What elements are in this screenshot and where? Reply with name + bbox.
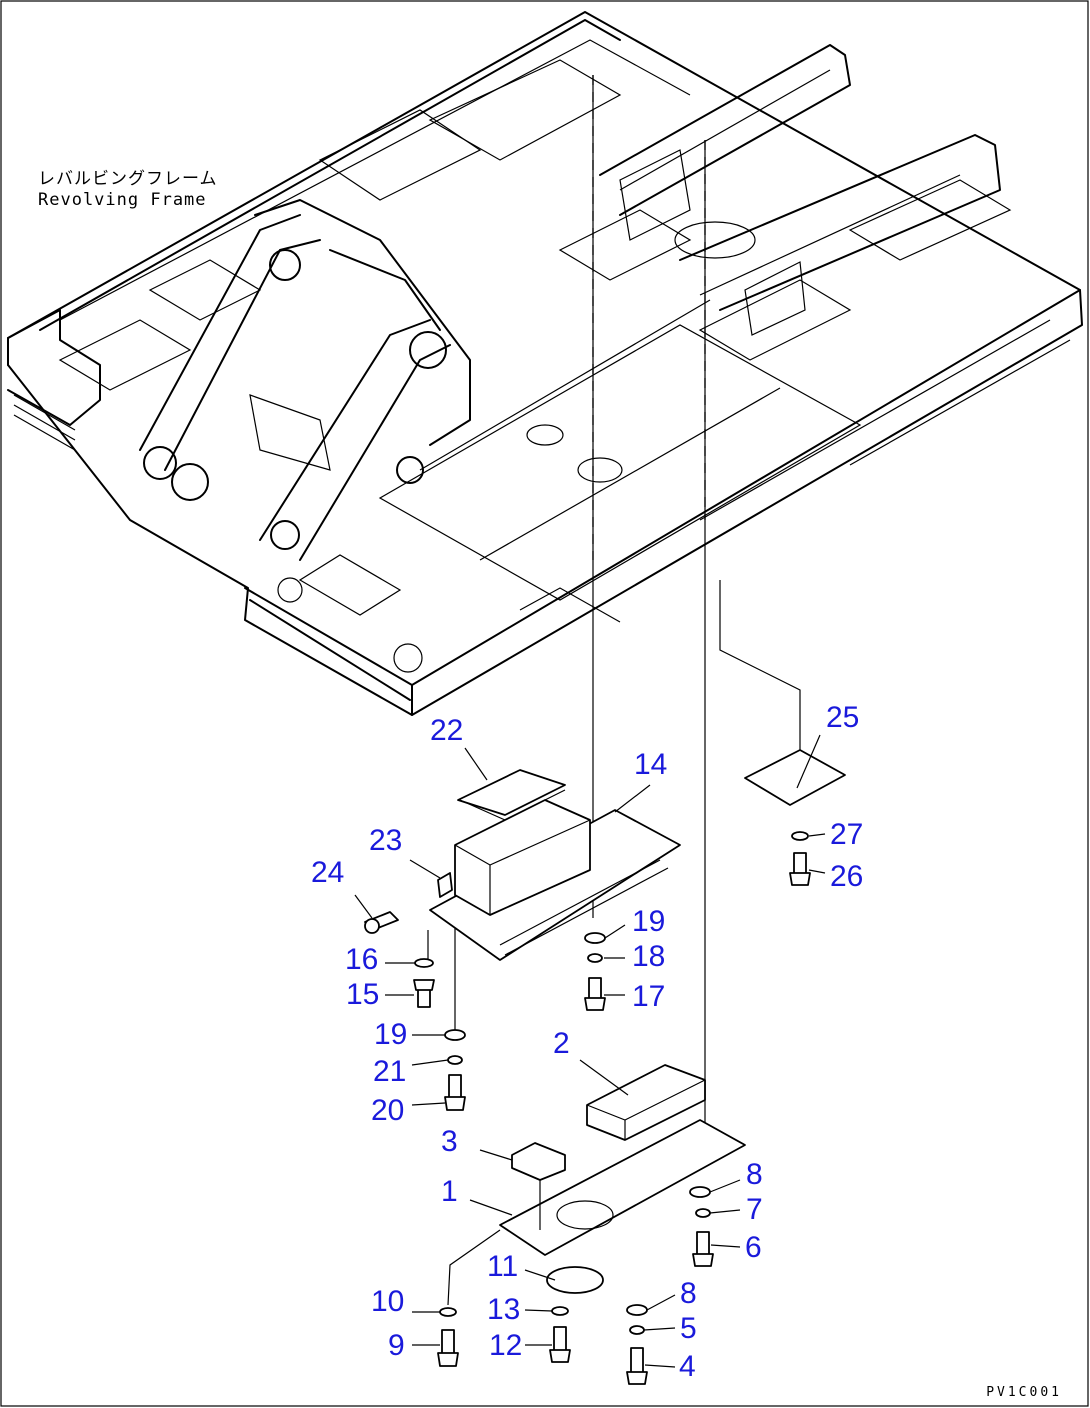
callout-2: 2 [553,1027,570,1060]
mount-line-25 [719,580,801,790]
part-4-bolt-shank [630,1347,644,1375]
part-22-plate [457,769,566,816]
part-8-washer-a [689,1186,711,1198]
callout-11: 11 [487,1250,519,1283]
callout-4: 4 [679,1350,696,1383]
callout-19-lower: 19 [374,1018,408,1051]
part-26-bolt-shank [793,852,807,876]
callout-15: 15 [346,978,380,1011]
callout-6: 6 [745,1231,762,1264]
part-20-bolt-shank [448,1074,462,1100]
callout-9: 9 [388,1329,405,1362]
revolving-frame-drawing [7,11,1083,716]
frame-label-japanese: レバルビングフレーム [38,169,218,189]
callout-3: 3 [441,1125,458,1158]
part-9-bolt-shank [441,1329,455,1356]
part-14-box [454,799,591,916]
callout-5: 5 [680,1312,697,1345]
part-19-washer-a [584,932,606,944]
callout-16: 16 [345,943,379,976]
figure-code: PV1C001 [986,1385,1062,1400]
part-17-bolt-shank [588,977,602,1001]
callout-1: 1 [441,1175,458,1208]
callout-27: 27 [830,818,864,851]
callout-19-upper: 19 [632,905,666,938]
callout-21: 21 [373,1055,407,1088]
callout-leaders [354,734,826,1368]
callout-24: 24 [311,856,345,889]
callout-23: 23 [369,824,403,857]
part-10-washer [439,1307,457,1317]
part-23-clip [437,872,453,898]
callout-10: 10 [371,1285,405,1318]
callout-17: 17 [632,980,666,1013]
frame-label-english: Revolving Frame [38,190,207,210]
part-19-washer-b [444,1029,466,1041]
part-6-bolt-shank [696,1231,710,1257]
callout-25: 25 [826,701,860,734]
part-18-washer [587,953,603,963]
callout-20: 20 [371,1094,405,1127]
callout-13: 13 [487,1293,521,1326]
callout-14: 14 [634,748,668,781]
part-21-washer [447,1055,463,1065]
part-1-undercover [499,1119,746,1256]
callout-8-lower: 8 [680,1277,697,1310]
part-5-washer [629,1325,645,1335]
part-3-pad [511,1142,566,1181]
part-11-plate [546,1266,604,1294]
callout-12: 12 [489,1329,523,1362]
callout-22: 22 [430,714,464,747]
part-25-cover [744,749,846,806]
part-2-block [586,1064,706,1141]
part-13-washer [551,1306,569,1316]
callout-26: 26 [830,860,864,893]
callout-8-upper: 8 [746,1158,763,1191]
part-16-washer [414,958,434,968]
callout-18: 18 [632,940,666,973]
part-8-washer-b [626,1304,648,1316]
part-12-bolt-shank [553,1326,567,1352]
part-7-washer [695,1208,711,1218]
part-27-washer [791,831,809,841]
callout-7: 7 [746,1193,763,1226]
